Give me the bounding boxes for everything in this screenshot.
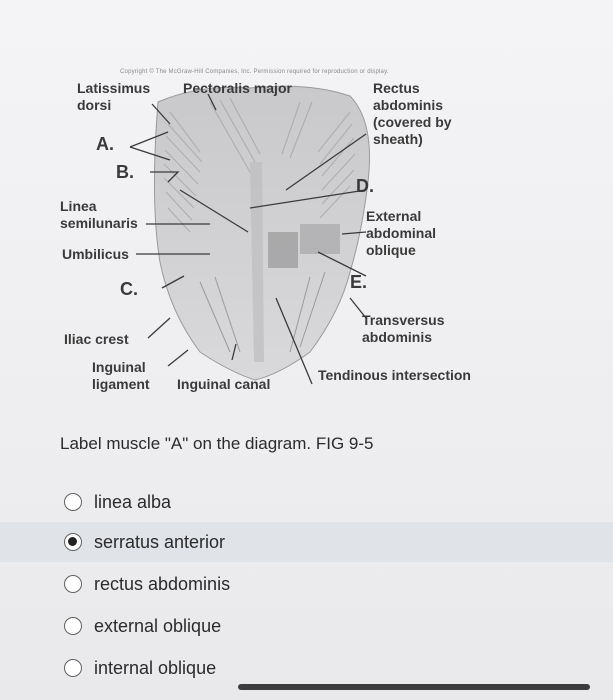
label-latissimus-dorsi: Latissimus dorsi — [77, 80, 151, 113]
label-inguinal-ligament: Inguinal ligament — [92, 359, 150, 392]
option-label: linea alba — [94, 491, 172, 512]
option-serratus-anterior[interactable]: serratus anterior — [0, 522, 613, 562]
option-rectus-abdominis[interactable]: rectus abdominis — [0, 564, 613, 604]
label-external-oblique: External abdominal oblique — [366, 208, 437, 258]
label-c: C. — [120, 279, 138, 299]
label-e: E. — [350, 272, 368, 292]
radio-button[interactable] — [64, 493, 82, 511]
radio-button[interactable] — [64, 659, 82, 677]
option-external-oblique[interactable]: external oblique — [0, 606, 613, 646]
radio-button-selected[interactable] — [64, 533, 82, 551]
option-internal-oblique[interactable]: internal oblique — [0, 648, 613, 688]
label-linea-semilunaris: Linea semilunaris — [60, 198, 138, 231]
anatomy-figure: Copyright © The McGraw-Hill Companies, I… — [50, 62, 520, 402]
label-transversus-abdominis: Transversus abdominis — [362, 312, 445, 345]
option-linea-alba[interactable]: linea alba — [0, 482, 613, 522]
label-pectoralis-major: Pectoralis major — [183, 80, 292, 96]
label-tendinous-intersection: Tendinous intersection — [318, 367, 471, 383]
radio-button[interactable] — [64, 575, 82, 593]
copyright-notice: Copyright © The McGraw-Hill Companies, I… — [120, 69, 389, 75]
option-label: internal oblique — [94, 657, 217, 678]
option-label: rectus abdominis — [94, 573, 231, 594]
label-rectus-abdominis: Rectus abdominis (covered by sheath) — [373, 80, 452, 147]
label-inguinal-canal: Inguinal canal — [177, 376, 271, 392]
option-label: serratus anterior — [94, 531, 226, 552]
label-umbilicus: Umbilicus — [62, 246, 129, 262]
label-d: D. — [356, 176, 374, 196]
label-a: A. — [96, 134, 114, 154]
radio-button[interactable] — [64, 617, 82, 635]
torso-illustration — [129, 85, 371, 385]
label-iliac-crest: Iliac crest — [64, 331, 129, 347]
option-label: external oblique — [94, 615, 222, 636]
home-indicator[interactable] — [238, 684, 590, 690]
label-b: B. — [116, 162, 134, 182]
question-text: Label muscle "A" on the diagram. FIG 9-5 — [60, 434, 374, 453]
